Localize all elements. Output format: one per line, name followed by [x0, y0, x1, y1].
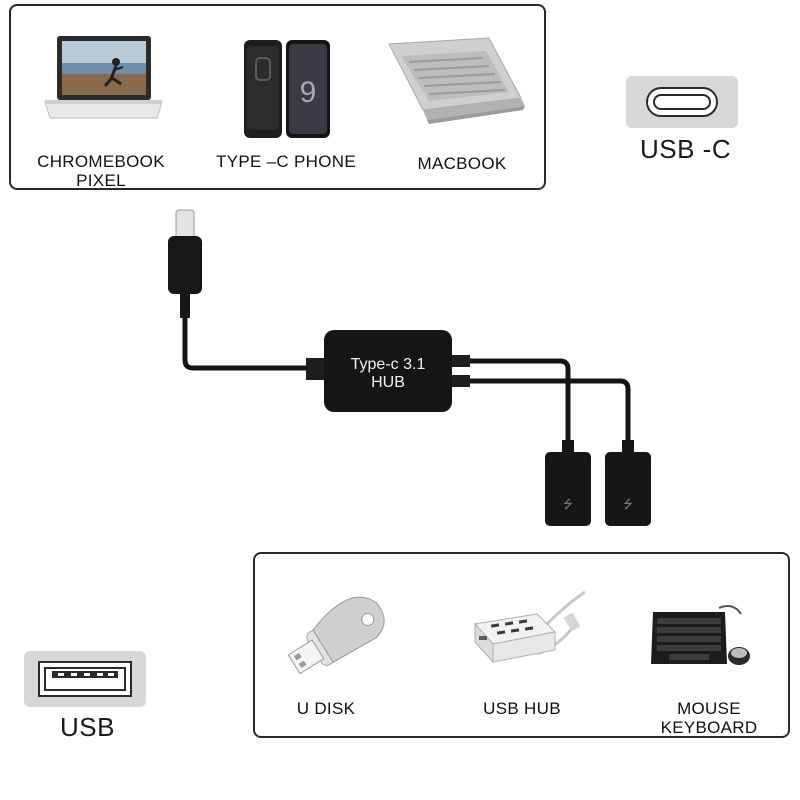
device-label-mouse-keyboard: MOUSE KEYBOARD [660, 699, 758, 737]
usb-c-port-icon [646, 87, 718, 117]
device-label-usb-hub: USB HUB [483, 699, 561, 718]
device-label-type-c-phone: TYPE –C PHONE [216, 152, 356, 171]
macbook-icon [388, 37, 525, 124]
usb-a-port-icon [38, 661, 132, 697]
usb-hub-icon [474, 590, 586, 664]
hub-label-line2: HUB [371, 374, 405, 391]
device-label-chromebook: CHROMEBOOK PIXEL [37, 152, 165, 190]
svg-text:9: 9 [300, 76, 317, 109]
compatible-devices-panel: CHROMEBOOK PIXEL 9 TYPE –C PHONE MACBOOK [9, 4, 546, 190]
usb-c-label: USB -C [640, 134, 732, 164]
device-label-macbook: MACBOOK [417, 154, 507, 173]
hub-label-line1: Type-c 3.1 [350, 356, 426, 373]
laptop-icon [44, 36, 163, 119]
svg-text:⭍: ⭍ [563, 497, 573, 511]
usb-a-female-connector-icon: ⭍ [605, 440, 651, 526]
device-label-u-disk: U DISK [296, 699, 356, 718]
keyboard-mouse-icon [651, 605, 750, 665]
hub-label: Type-c 3.1 HUB [324, 356, 452, 392]
svg-text:⭍: ⭍ [623, 497, 633, 511]
usb-a-female-connector-icon: ⭍ [545, 440, 591, 526]
usb-label: USB [60, 712, 115, 742]
smartphone-icon: 9 [244, 40, 330, 138]
usb-a-port [24, 651, 146, 707]
usb-flash-drive-icon [287, 596, 385, 675]
usb-devices-panel: U DISK USB HUB MOUSE KEY [253, 552, 790, 738]
hub-body [324, 330, 452, 412]
usb-c-port [626, 76, 738, 128]
usb-c-plug-icon [168, 209, 202, 318]
